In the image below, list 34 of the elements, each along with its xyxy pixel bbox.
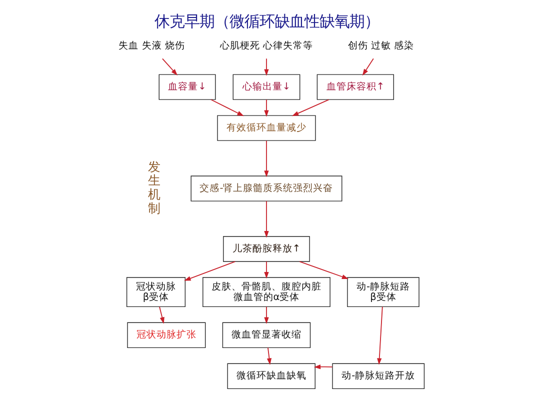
node-box: 微循环缺血缺氧 (226, 363, 315, 390)
node-box: 交感-肾上腺髓质系统强烈兴奋 (190, 176, 342, 202)
node-text: 失血 失液 烧伤 (118, 40, 184, 52)
node-box: 冠状动脉扩张 (126, 322, 206, 348)
node-box: 儿茶酚胺释放↑ (222, 236, 310, 262)
arrow (264, 261, 268, 279)
arrow (264, 200, 268, 238)
arrow (376, 306, 382, 365)
arrow (362, 58, 374, 76)
node-box: 冠状动脉β受体 (126, 277, 186, 308)
node-box: 微血管显著收缩 (222, 322, 310, 348)
node-box: 血容量↓ (158, 74, 216, 100)
arrow (158, 306, 164, 324)
arrow (266, 347, 272, 365)
arrow (210, 99, 244, 116)
node-box: 动-静脉短路β受体 (346, 277, 419, 308)
node-text: 心肌梗死 心律失常等 (219, 40, 313, 52)
arrow (264, 306, 268, 324)
node-text: 创伤 过敏 感染 (348, 40, 414, 52)
arrow (313, 364, 332, 370)
arrow (264, 140, 268, 178)
arrow (298, 261, 348, 280)
label: 发生机制 (148, 158, 161, 216)
diagram-title: 休克早期（微循环缺血性缺氧期） (154, 12, 379, 30)
node-box: 动-静脉短路开放 (332, 363, 424, 390)
arrow (162, 58, 178, 76)
arrow (264, 99, 268, 117)
node-box: 有效循环血量减少 (216, 115, 316, 141)
node-box: 皮肤、骨骼肌、腹腔内脏微血管的α受体 (202, 277, 330, 308)
arrow (264, 58, 268, 76)
arrow (184, 261, 236, 281)
arrow (291, 99, 329, 116)
node-box: 心输出量↓ (232, 74, 300, 100)
node-box: 血管床容积↑ (316, 74, 394, 100)
